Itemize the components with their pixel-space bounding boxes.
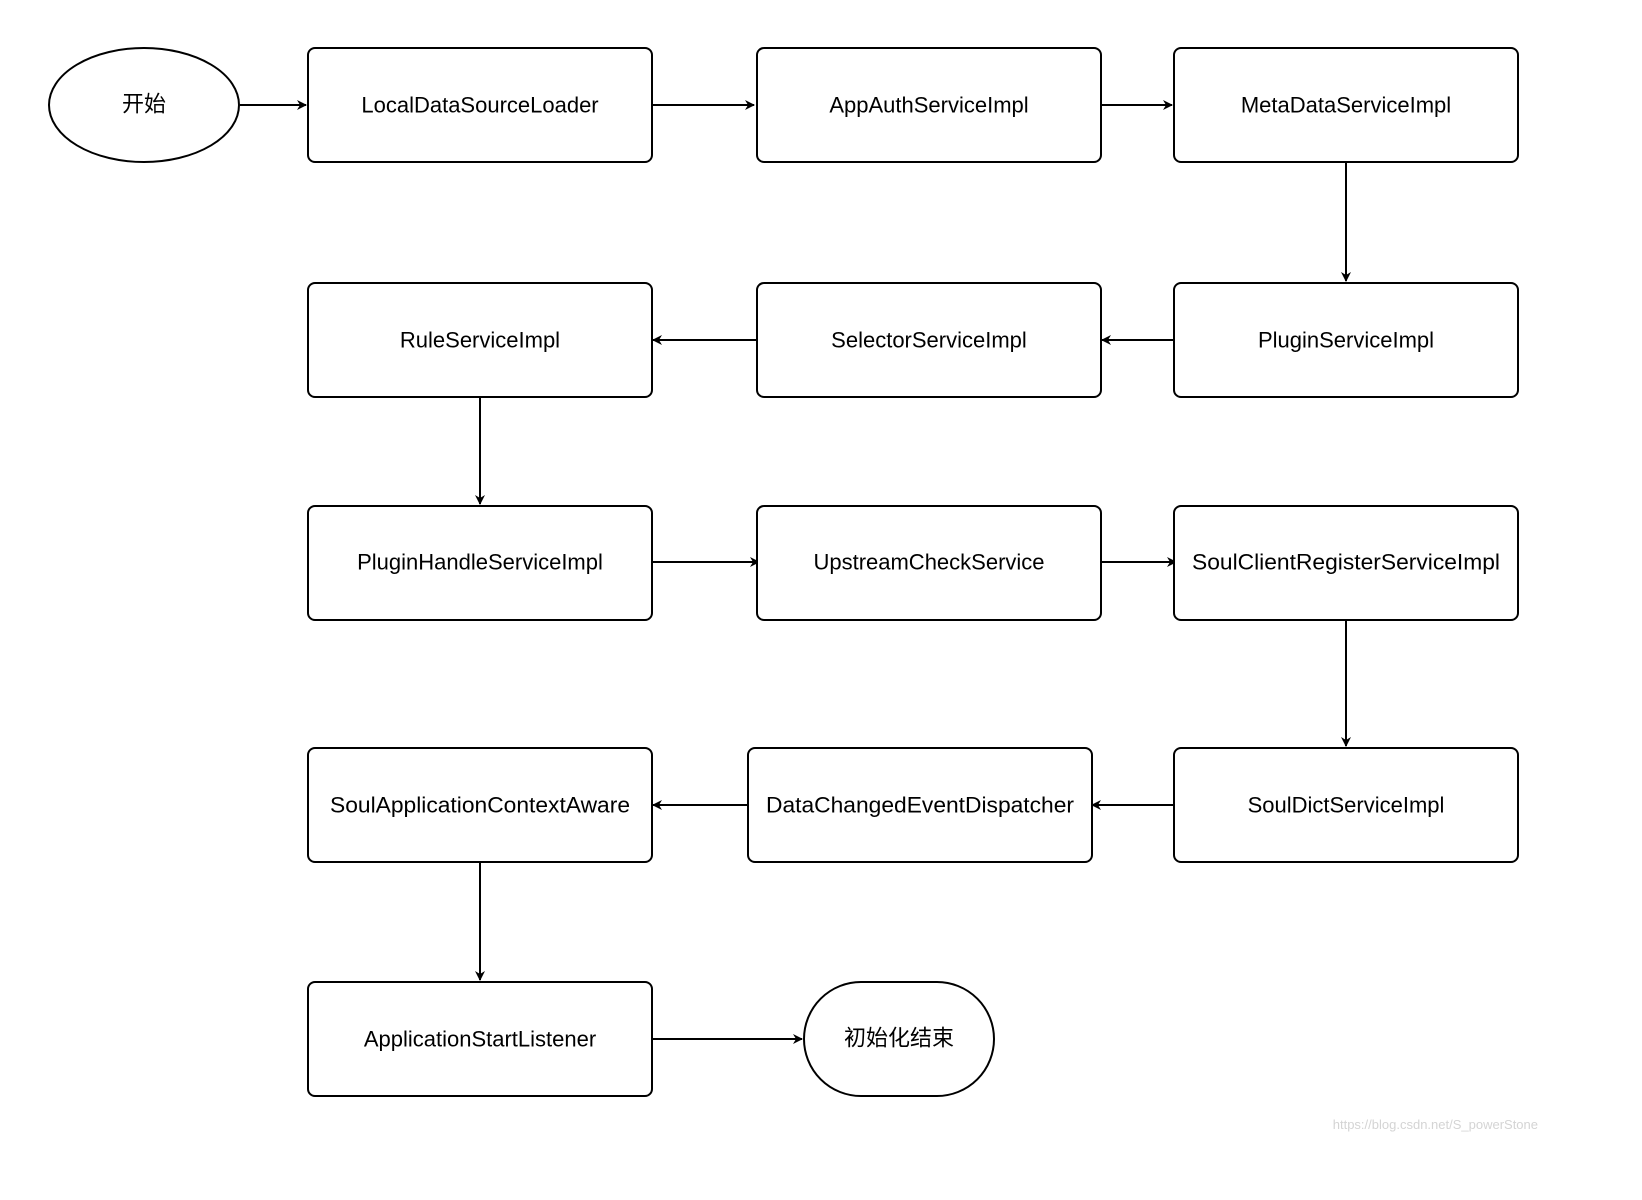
- node-soul-application-context-aware: SoulApplicationContextAware: [307, 747, 653, 863]
- node-plugin-handle-service-impl: PluginHandleServiceImpl: [307, 505, 653, 621]
- node-application-start-listener: ApplicationStartListener: [307, 981, 653, 1097]
- node-local-data-source-loader: LocalDataSourceLoader: [307, 47, 653, 163]
- node-meta-data-service-impl: MetaDataServiceImpl: [1173, 47, 1519, 163]
- node-selector-service-impl-label: SelectorServiceImpl: [831, 328, 1027, 353]
- end-node-label: 初始化结束: [844, 1027, 954, 1052]
- node-plugin-service-impl-label: PluginServiceImpl: [1258, 328, 1434, 353]
- node-plugin-handle-service-impl-label: PluginHandleServiceImpl: [357, 550, 603, 575]
- node-plugin-service-impl: PluginServiceImpl: [1173, 282, 1519, 398]
- node-app-auth-service-impl: AppAuthServiceImpl: [756, 47, 1102, 163]
- node-upstream-check-service: UpstreamCheckService: [756, 505, 1102, 621]
- node-rule-service-impl: RuleServiceImpl: [307, 282, 653, 398]
- end-node: 初始化结束: [803, 981, 995, 1097]
- node-soul-client-register-service-impl: SoulClientRegisterServiceImpl: [1173, 505, 1519, 621]
- node-app-auth-service-impl-label: AppAuthServiceImpl: [829, 93, 1028, 118]
- watermark: https://blog.csdn.net/S_powerStone: [1332, 1117, 1538, 1132]
- node-selector-service-impl: SelectorServiceImpl: [756, 282, 1102, 398]
- flowchart: 开始 LocalDataSourceLoader AppAuthServiceI…: [48, 47, 1519, 1097]
- node-data-changed-event-dispatcher: DataChangedEventDispatcher: [747, 747, 1093, 863]
- start-node-label: 开始: [122, 93, 166, 118]
- node-meta-data-service-impl-label: MetaDataServiceImpl: [1241, 93, 1451, 118]
- node-soul-dict-service-impl: SoulDictServiceImpl: [1173, 747, 1519, 863]
- node-local-data-source-loader-label: LocalDataSourceLoader: [361, 93, 598, 118]
- node-data-changed-event-dispatcher-label: DataChangedEventDispatcher: [766, 793, 1074, 818]
- node-upstream-check-service-label: UpstreamCheckService: [813, 550, 1044, 575]
- node-rule-service-impl-label: RuleServiceImpl: [400, 328, 560, 353]
- start-node: 开始: [48, 47, 240, 163]
- node-soul-dict-service-impl-label: SoulDictServiceImpl: [1248, 793, 1445, 818]
- node-application-start-listener-label: ApplicationStartListener: [364, 1027, 596, 1052]
- node-soul-application-context-aware-label: SoulApplicationContextAware: [330, 793, 630, 818]
- edges: [240, 100, 1351, 1044]
- node-soul-client-register-service-impl-label: SoulClientRegisterServiceImpl: [1192, 550, 1500, 575]
